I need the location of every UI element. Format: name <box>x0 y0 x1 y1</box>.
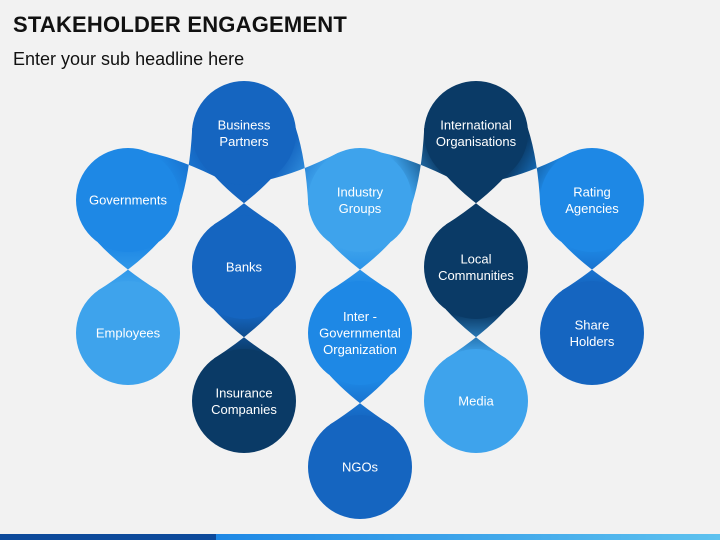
node-label-business-partners: Partners <box>219 134 269 149</box>
node-label-local-communities: Communities <box>438 268 514 283</box>
node-circle-governments <box>76 148 180 252</box>
node-media: Media <box>424 349 528 453</box>
node-circle-rating-agencies <box>540 148 644 252</box>
footer-bar-dark <box>0 534 216 540</box>
node-label-rating-agencies: Agencies <box>565 201 619 216</box>
node-circle-share-holders <box>540 281 644 385</box>
node-circle-inter-governmental-organization <box>308 281 412 385</box>
node-label-industry-groups: Industry <box>337 184 384 199</box>
node-label-international-organisations: Organisations <box>436 134 517 149</box>
node-label-business-partners: Business <box>218 117 271 132</box>
node-label-local-communities: Local <box>460 251 491 266</box>
node-label-rating-agencies: Rating <box>573 184 611 199</box>
node-ngos: NGOs <box>308 415 412 519</box>
node-label-media: Media <box>458 394 494 409</box>
node-label-inter-governmental-organization: Organization <box>323 342 397 357</box>
node-circle-international-organisations <box>424 81 528 185</box>
node-circle-ngos <box>308 415 412 519</box>
node-label-governments: Governments <box>89 193 168 208</box>
node-employees: Employees <box>76 281 180 385</box>
node-label-share-holders: Share <box>575 317 610 332</box>
footer-bar <box>0 534 720 540</box>
node-governments: Governments <box>76 148 180 252</box>
node-circle-insurance-companies <box>192 349 296 453</box>
node-label-international-organisations: International <box>440 117 512 132</box>
node-label-insurance-companies: Companies <box>211 402 277 417</box>
node-label-employees: Employees <box>96 326 161 341</box>
node-circle-industry-groups <box>308 148 412 252</box>
footer-bar-light <box>216 534 720 540</box>
node-banks: Banks <box>192 215 296 319</box>
node-circle-local-communities <box>424 215 528 319</box>
node-label-ngos: NGOs <box>342 460 379 475</box>
node-circle-media <box>424 349 528 453</box>
node-label-inter-governmental-organization: Inter - <box>343 309 377 324</box>
node-label-banks: Banks <box>226 260 263 275</box>
page-title: STAKEHOLDER ENGAGEMENT <box>13 12 348 37</box>
page-subtitle: Enter your sub headline here <box>13 49 245 69</box>
node-circle-banks <box>192 215 296 319</box>
node-label-share-holders: Holders <box>570 334 615 349</box>
node-label-inter-governmental-organization: Governmental <box>319 326 401 341</box>
node-label-insurance-companies: Insurance <box>215 385 272 400</box>
node-circle-employees <box>76 281 180 385</box>
node-label-industry-groups: Groups <box>339 201 382 216</box>
node-circle-business-partners <box>192 81 296 185</box>
